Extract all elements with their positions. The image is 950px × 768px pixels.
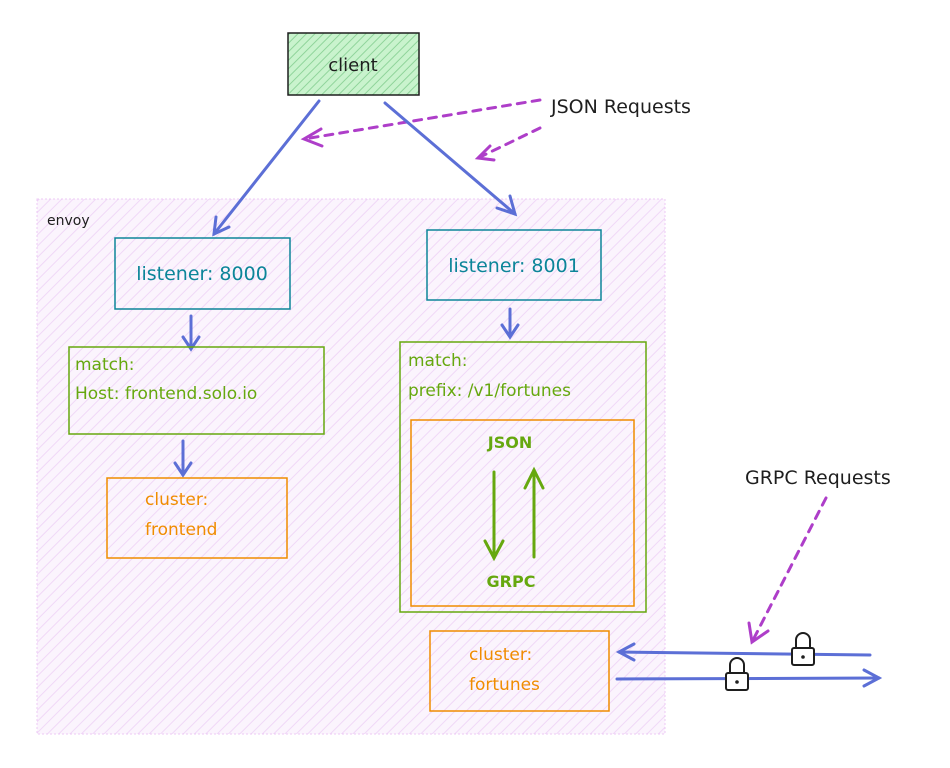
match-prefix-line1: match: (408, 351, 468, 371)
envoy-label: envoy (47, 213, 90, 229)
match-prefix-box (399, 341, 647, 613)
arrow-external-to-cluster (617, 650, 872, 657)
json-requests-label: JSON Requests (550, 96, 691, 118)
listener-8001-label: listener: 8001 (448, 255, 580, 277)
grpc-requests-dashed-arrow (750, 496, 828, 644)
client-label: client (328, 55, 377, 76)
listener-8000-label: listener: 8000 (136, 263, 268, 285)
cluster-fortunes-box (429, 630, 610, 712)
match-host-line2: Host: frontend.solo.io (75, 384, 257, 404)
cluster-frontend-line2: frontend (145, 520, 217, 540)
arrow-client-to-listener-8000 (212, 99, 321, 236)
cluster-fortunes-line2: fortunes (469, 675, 540, 695)
listener-8001-box (426, 229, 602, 301)
cluster-frontend-box (106, 477, 288, 559)
grpc-arrowhead (747, 621, 770, 645)
client-box (287, 32, 420, 96)
transcoder-grpc-label: GRPC (487, 572, 536, 591)
listener-8000-box (114, 237, 291, 310)
cluster-frontend-line1: cluster: (145, 490, 208, 510)
cluster-fortunes-line1: cluster: (469, 645, 532, 665)
arrowhead-2 (474, 144, 496, 162)
transcoder-json-label: JSON (487, 433, 532, 452)
match-prefix-line2: prefix: /v1/fortunes (408, 381, 571, 401)
padlock-icon (725, 657, 749, 691)
grpc-requests-label: GRPC Requests (745, 467, 891, 489)
transcoder-box (410, 419, 635, 607)
arrow-client-to-listener-8001 (383, 101, 517, 216)
match-host-box (68, 346, 325, 435)
json-requests-dashed-arrows (302, 98, 542, 160)
match-host-line1: match: (75, 355, 135, 375)
envoy-container (36, 198, 666, 735)
padlock-icon (791, 632, 815, 666)
arrowhead-1 (300, 127, 324, 148)
